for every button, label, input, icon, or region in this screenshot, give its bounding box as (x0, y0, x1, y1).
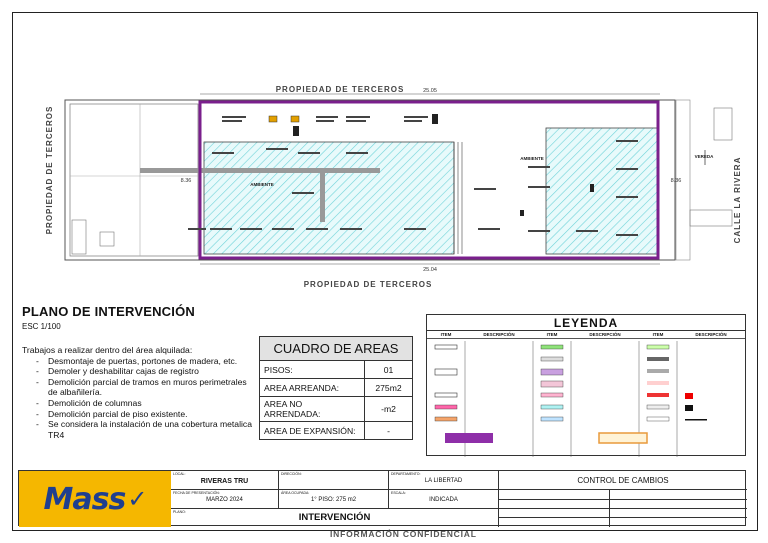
areas-row-label: AREA NO ARRENDADA: (259, 396, 365, 422)
areas-header: CUADRO DE AREAS (259, 336, 413, 361)
bottom-neighbor-label: PROPIEDAD DE TERCEROS (304, 280, 433, 289)
legend-col-item: ITEM (533, 331, 571, 339)
escala-cell: ESCALA:INDICADA (389, 490, 499, 509)
street-label: CALLE LA RIVERA (733, 157, 742, 244)
drawing-sheet (12, 12, 758, 531)
direccion-cell: DIRECCIÓN: (279, 471, 389, 490)
legend-col-desc: DESCRIPCIÓN (677, 331, 745, 339)
control-cambios-cell: CONTROL DE CAMBIOS (499, 471, 747, 490)
departamento-cell: DEPARTAMENTO:LA LIBERTAD (389, 471, 499, 490)
legend-col-item: ITEM (639, 331, 677, 339)
control-cambios-rows (499, 490, 747, 527)
dimension-bottom: 25.04 (423, 267, 437, 273)
legend-title: LEYENDA (427, 315, 745, 331)
areas-row-label: AREA ARREANDA: (259, 378, 365, 397)
building-outline (64, 99, 676, 261)
note-item: Se considera la instalación de una cober… (36, 419, 252, 440)
note-item: Demolición parcial de tramos en muros pe… (36, 377, 252, 398)
area-cell: ÁREA OCUPADA:1° PISO: 275 m2 (279, 490, 389, 509)
legend-col-desc: DESCRIPCIÓN (571, 331, 639, 339)
dimension-right: 8.36 (671, 178, 682, 184)
floor-plan: PROPIEDAD DE TERCEROS PROPIEDAD DE TERCE… (45, 85, 742, 289)
work-notes: Trabajos a realizar dentro del área alqu… (22, 345, 252, 440)
local-cell: LOCAL:RIVERAS TRU (171, 471, 279, 490)
areas-table: CUADRO DE AREAS PISOS:01 AREA ARREANDA:2… (259, 336, 413, 440)
left-neighbor-label: PROPIEDAD DE TERCEROS (45, 106, 54, 235)
confidential-footer: INFORMACIÓN CONFIDENCIAL (330, 529, 477, 539)
vereda-label: VEREDA (695, 154, 715, 159)
areas-row-label: AREA DE EXPANSIÓN: (259, 421, 365, 440)
hatch-area-2 (545, 127, 659, 255)
fecha-cell: FECHA DE PRESENTACIÓN:MARZO 2024 (171, 490, 279, 509)
areas-row-label: PISOS: (259, 360, 365, 379)
title-block: Mass✓ LOCAL:RIVERAS TRU DIRECCIÓN: DEPAR… (18, 470, 747, 527)
ambiente-label-2: AMBIENTE (520, 156, 544, 161)
areas-row-value: - (364, 421, 413, 440)
notes-intro: Trabajos a realizar dentro del área alqu… (22, 345, 193, 355)
areas-row-value: -m2 (364, 396, 413, 422)
note-item: Demolición de columnas (36, 398, 252, 409)
ambiente-label-1: AMBIENTE (250, 182, 274, 187)
left-area (69, 103, 199, 257)
hatch-area-1 (203, 141, 455, 255)
areas-row-value: 01 (364, 360, 413, 379)
plano-cell: PLANO:INTERVENCIÓN (171, 509, 499, 527)
demolition-beam (140, 168, 380, 173)
legend: LEYENDA ITEM DESCRIPCIÓN ITEM DESCRIPCIÓ… (426, 314, 746, 457)
legend-grid: ITEM DESCRIPCIÓN ITEM DESCRIPCIÓN ITEM D… (427, 331, 745, 339)
plan-title: PLANO DE INTERVENCIÓN (22, 304, 195, 319)
dimension-left: 8.36 (181, 178, 192, 184)
note-item: Desmontaje de puertas, portones de mader… (36, 356, 252, 367)
note-item: Demolición parcial de piso existente. (36, 409, 252, 420)
legend-swatches (434, 341, 707, 457)
note-item: Demoler y deshabilitar cajas de registro (36, 366, 252, 377)
areas-row-value: 275m2 (364, 378, 413, 397)
dimension-top: 25.05 (423, 88, 437, 94)
top-neighbor-label: PROPIEDAD DE TERCEROS (276, 85, 405, 94)
leased-area-boundary (198, 100, 660, 260)
legend-col-desc: DESCRIPCIÓN (465, 331, 533, 339)
plan-scale: ESC 1/100 (22, 322, 61, 331)
legend-col-item: ITEM (427, 331, 465, 339)
mass-logo: Mass✓ (19, 471, 171, 527)
